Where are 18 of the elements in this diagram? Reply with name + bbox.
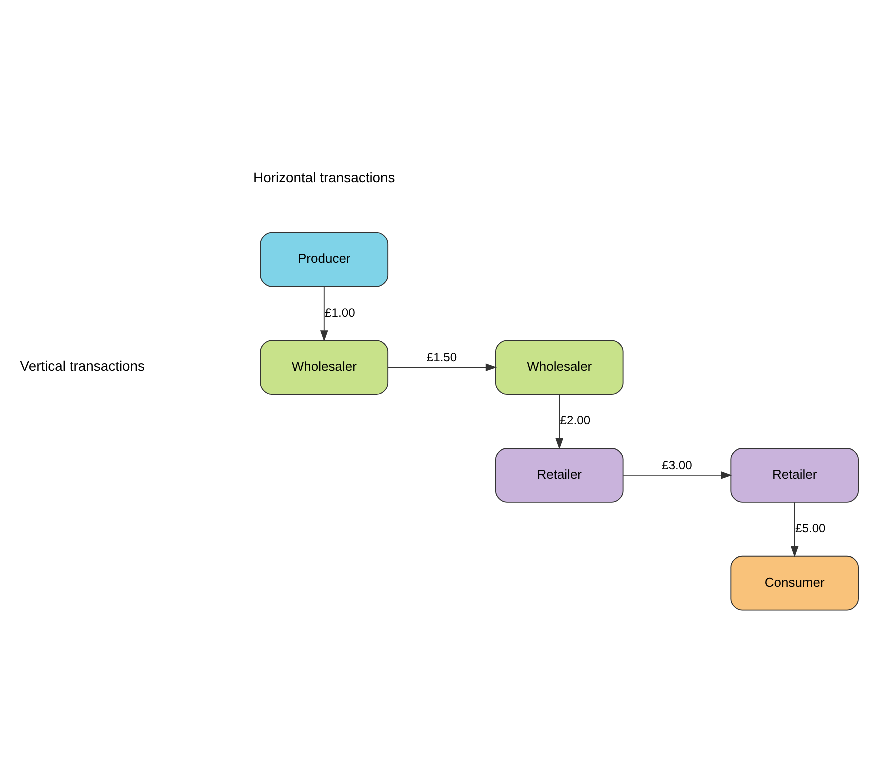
node-box: Consumer — [730, 556, 859, 611]
node-box: Retailer — [730, 448, 859, 503]
arrow — [623, 472, 732, 480]
label: Horizontal transactions — [254, 170, 396, 186]
arrow — [556, 394, 564, 450]
edge-label: £2.00 — [560, 414, 591, 428]
label: Vertical transactions — [20, 358, 146, 374]
arrow — [388, 364, 498, 372]
arrow — [320, 286, 328, 342]
node-box: Wholesaler — [495, 340, 624, 396]
arrow — [790, 502, 799, 558]
edge-label: £5.00 — [796, 522, 826, 536]
node-box: Retailer — [495, 448, 624, 503]
edge-label: £3.00 — [662, 458, 692, 472]
node-box: Wholesaler — [260, 340, 389, 396]
edge-label: £1.00 — [325, 306, 356, 320]
node-box: Producer — [260, 232, 389, 288]
edge-label: £1.50 — [426, 350, 458, 364]
